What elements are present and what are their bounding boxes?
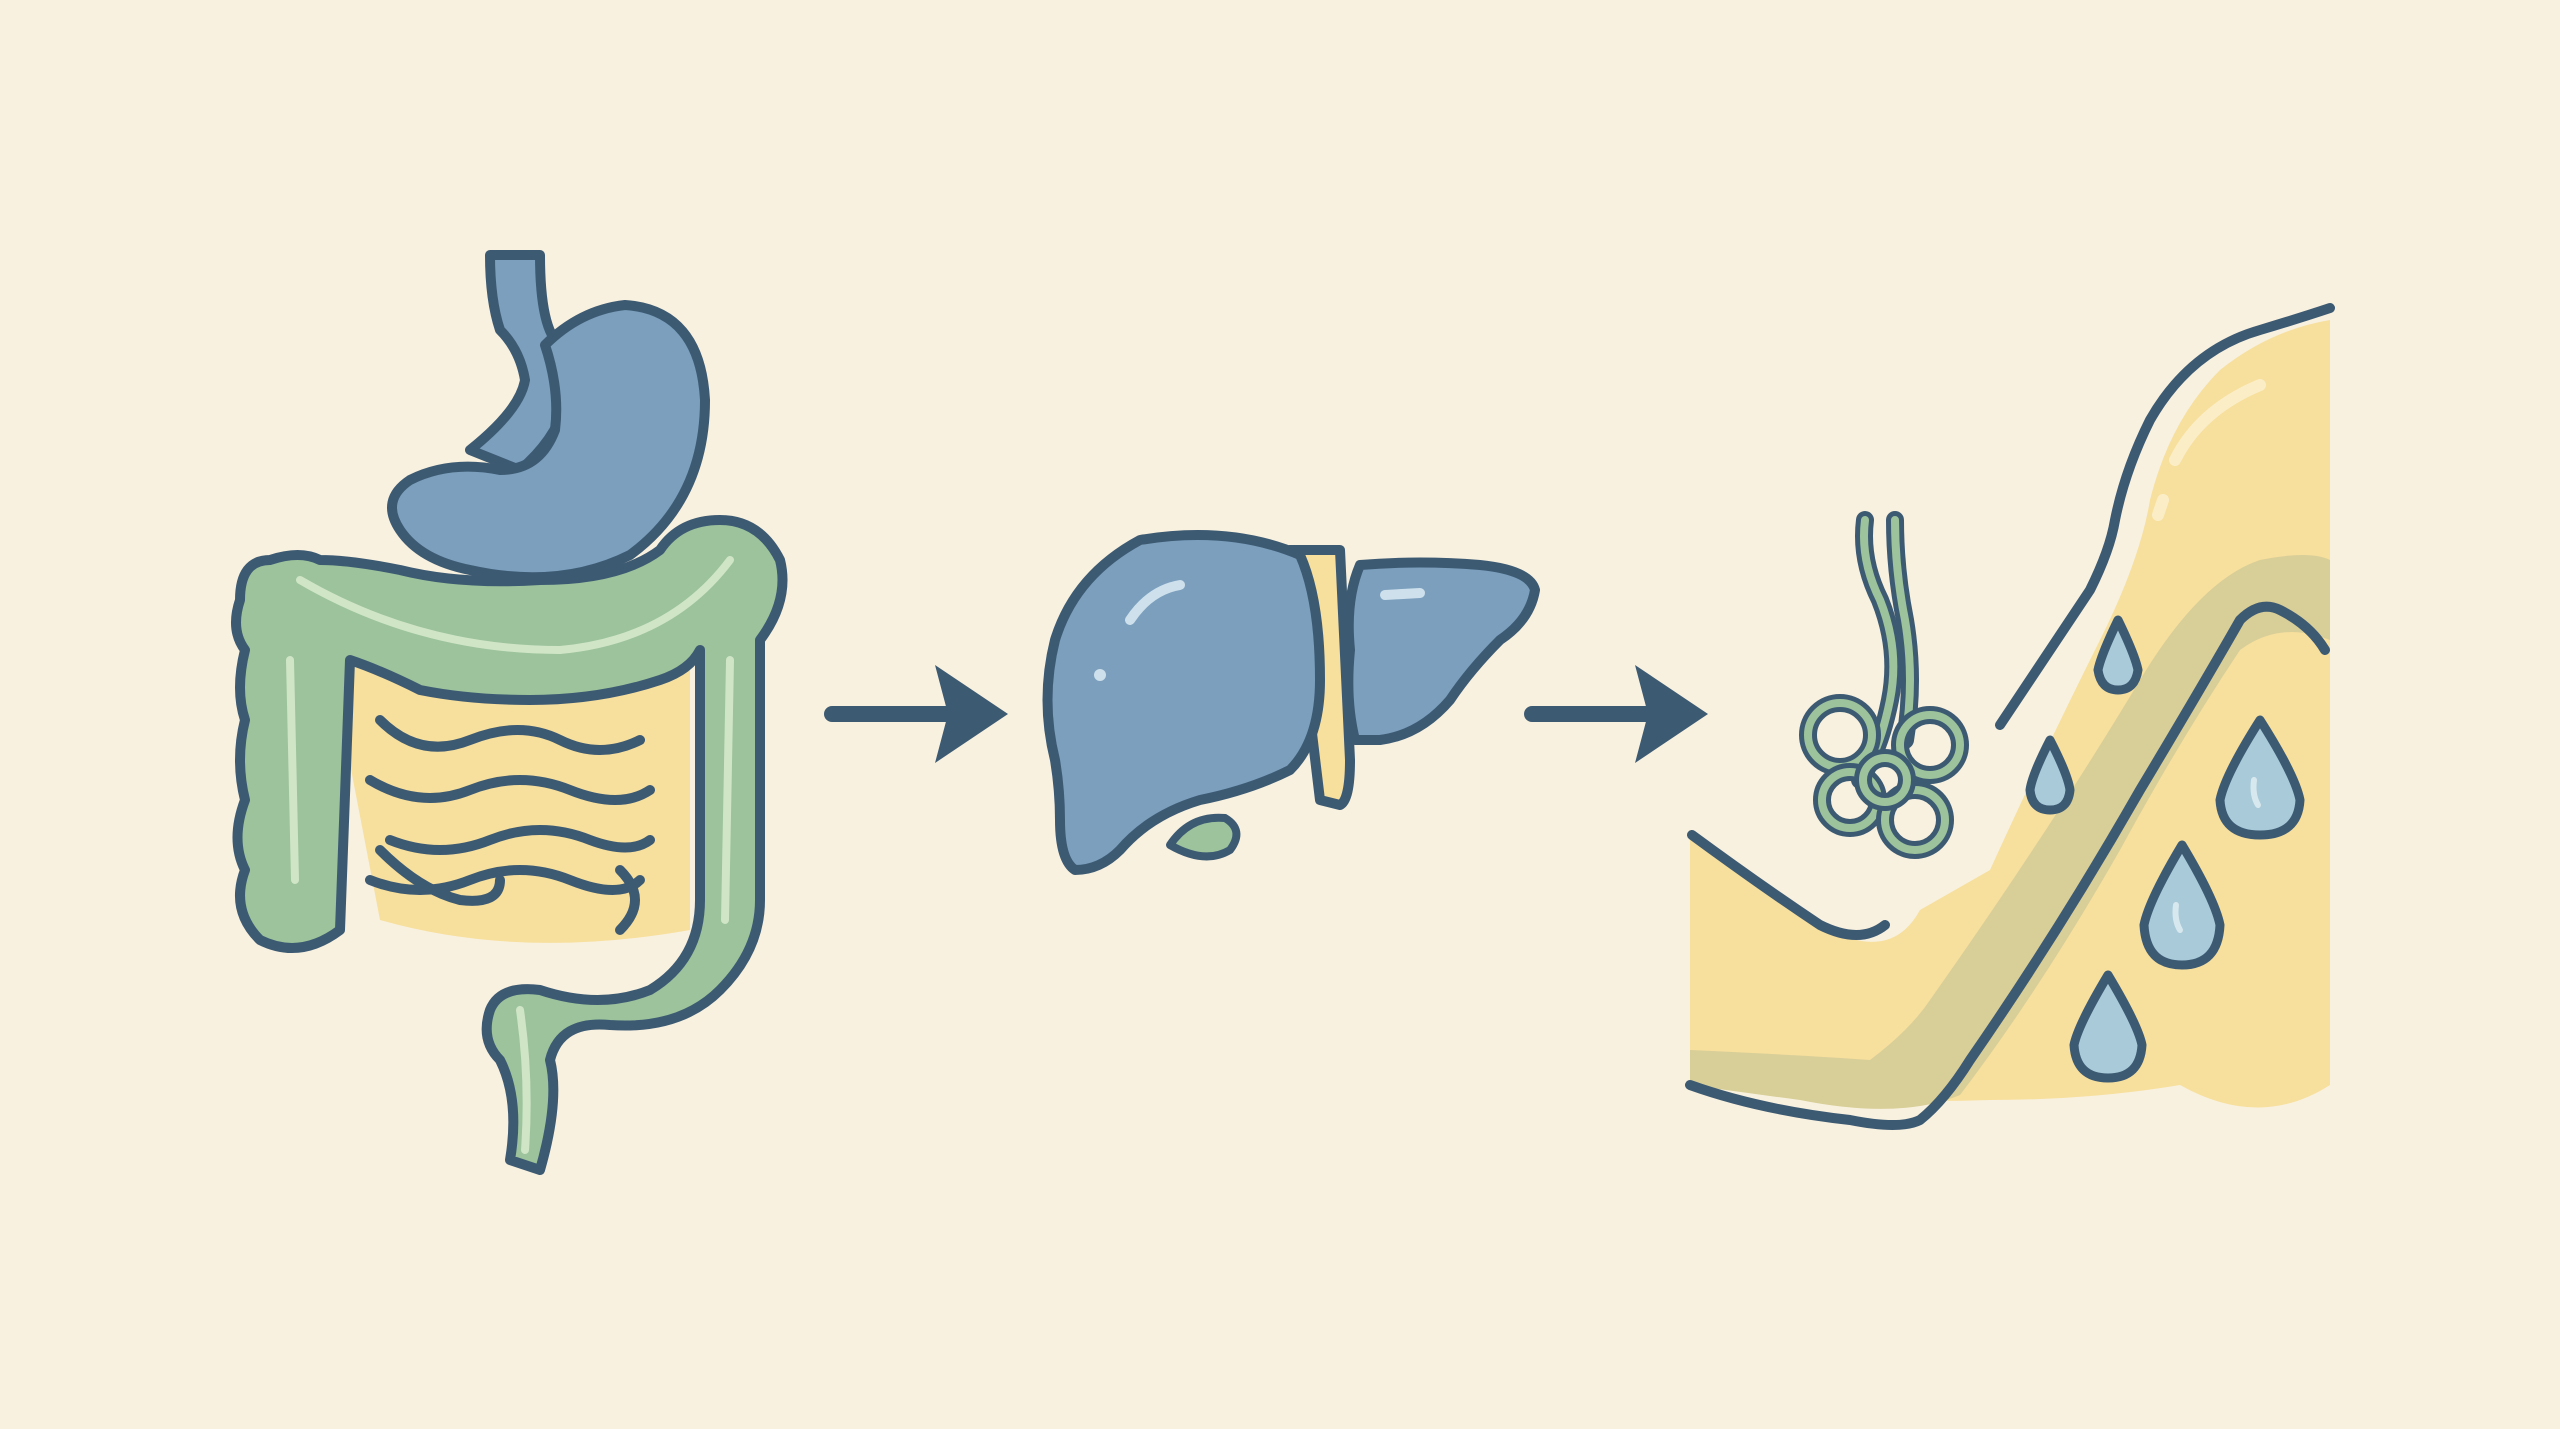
droplets <box>2025 615 2305 1083</box>
tissue-knot-icon <box>1799 511 1969 859</box>
colon-highlight <box>296 556 734 654</box>
colon-highlight-left <box>286 656 299 884</box>
tissue-knot-loop-2-inner <box>1896 711 1964 779</box>
rectum-highlight <box>516 1006 531 1154</box>
colon-highlight-right <box>721 656 734 924</box>
droplet-highlight <box>2172 902 2183 933</box>
fat-band-shadow <box>1690 555 2330 1109</box>
droplet-icon <box>2093 615 2143 695</box>
arrow-right-icon <box>1524 665 1708 763</box>
large-intestine <box>231 515 788 1175</box>
tissue-knot-loop-4-inner <box>1881 786 1949 854</box>
tissue-knot-strand-2-inner <box>1891 516 1914 744</box>
fat-band-highlight-2 <box>2152 494 2169 521</box>
digestive-tract-icon <box>231 250 788 1175</box>
fat-band-right-upper-edge <box>1995 303 2335 730</box>
liver-highlight-1 <box>1125 580 1185 625</box>
tissue-knot-loop-5-inner <box>1859 754 1911 806</box>
fat-band-top-edge <box>1687 830 1890 940</box>
small-intestine-coil-3 <box>385 825 655 855</box>
small-intestine-coil-6 <box>615 865 640 935</box>
droplet-icon <box>2215 715 2305 840</box>
droplet-icon <box>2139 840 2225 970</box>
arrow-head <box>1635 665 1708 763</box>
abdominal-fat-fill <box>330 650 690 943</box>
droplet-highlight <box>2250 777 2261 808</box>
arrow-right-icon <box>824 665 1008 763</box>
liver-icon <box>1042 530 1540 875</box>
fat-tissue-curve-icon <box>1685 303 2335 1130</box>
fat-band-bottom-edge <box>1685 601 2330 1130</box>
arrow-head <box>935 665 1008 763</box>
stomach <box>387 300 710 583</box>
small-intestine-coil-5 <box>375 845 505 906</box>
gallbladder <box>1166 813 1241 861</box>
liver-left-lobe <box>1042 530 1325 875</box>
small-intestine-coil-4 <box>365 865 645 895</box>
small-intestine-coil-2 <box>365 775 655 805</box>
small-intestine-coil-1 <box>375 715 645 755</box>
fat-band-highlight-1 <box>2169 379 2266 466</box>
liver-highlight-dot <box>1094 669 1106 681</box>
droplet-icon <box>2069 970 2147 1083</box>
liver-right-lobe <box>1343 557 1540 745</box>
liver-highlight-2 <box>1380 588 1425 600</box>
droplet-icon <box>2025 735 2075 815</box>
